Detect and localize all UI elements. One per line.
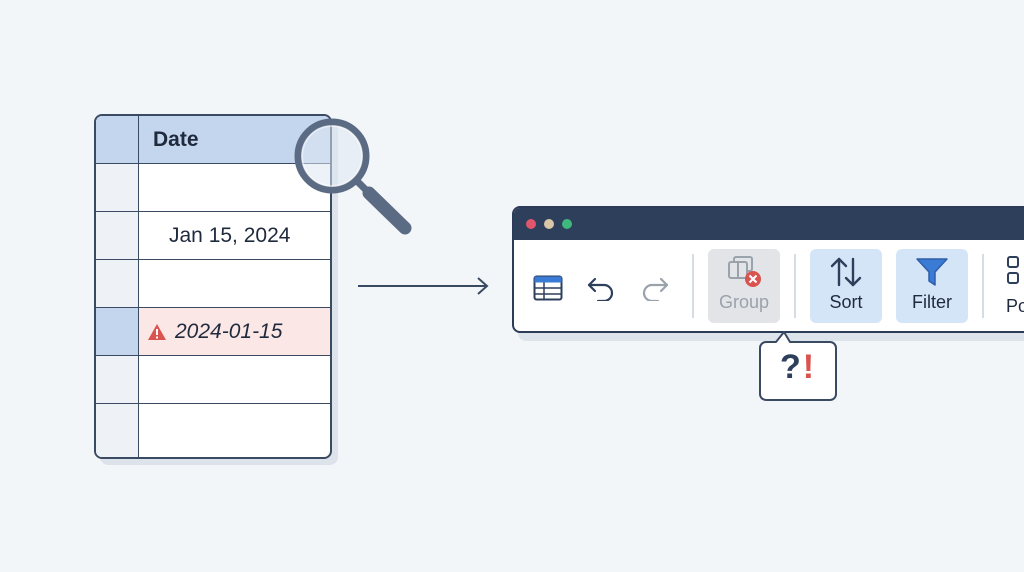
row-header[interactable] [96,308,139,355]
row-header[interactable] [96,212,139,259]
tooltip-text: ?! [758,348,838,387]
table-row: Jan 15, 2024 [96,212,330,260]
row-header[interactable] [96,260,139,307]
toolbar-separator [794,254,796,318]
redo-icon [642,277,669,301]
undo-button[interactable] [584,270,618,304]
table-row [96,356,330,404]
row-header[interactable] [96,164,139,211]
sort-button[interactable]: Sort [810,249,882,323]
close-window-button[interactable] [526,219,536,229]
group-button[interactable]: Group [708,249,780,323]
date-cell-invalid[interactable]: 2024-01-15 [139,308,330,355]
minimize-window-button[interactable] [544,219,554,229]
filter-button-label: Filter [912,292,952,312]
pivot-button-label: Po [1006,296,1024,316]
row-header[interactable] [96,356,139,403]
funnel-icon [916,258,948,286]
sort-button-label: Sort [829,292,863,312]
toolbar-separator [692,254,694,318]
column-header-row: Date [96,116,330,164]
date-cell[interactable] [139,260,330,307]
group-icon [728,256,761,287]
layout-icon [1007,256,1019,284]
confusion-tooltip: ?! [758,330,838,402]
magnifier-icon [294,118,412,235]
filter-button[interactable]: Filter [896,249,968,323]
pivot-button[interactable]: Po [1002,249,1024,323]
corner-cell [96,116,139,163]
app-window: Group Sort Filter [512,206,1024,333]
date-cell[interactable]: Jan 15, 2024 [169,223,291,247]
table-row [96,260,330,308]
table-row-error: 2024-01-15 [96,308,330,356]
table-icon [533,275,563,301]
table-row [96,404,330,457]
date-cell-value: 2024-01-15 [175,319,283,343]
date-cell[interactable] [139,356,330,403]
title-bar [514,208,1024,240]
sort-arrows-icon [830,257,862,287]
exclamation-mark: ! [802,348,817,386]
toolbar: Group Sort Filter [514,240,1024,331]
redo-button[interactable] [638,270,672,304]
question-mark: ? [779,348,803,386]
speech-bubble-icon [759,331,837,401]
undo-icon [587,277,614,301]
warning-icon [148,323,166,340]
row-header[interactable] [96,404,139,457]
table-view-button[interactable] [530,270,566,306]
group-button-label: Group [718,292,770,312]
table-row [96,164,330,212]
toolbar-separator [982,254,984,318]
spreadsheet-column: Date Jan 15, 2024 2024-01-15 [94,114,332,459]
flow-arrow [358,277,489,295]
maximize-window-button[interactable] [562,219,572,229]
date-cell[interactable] [139,404,330,457]
